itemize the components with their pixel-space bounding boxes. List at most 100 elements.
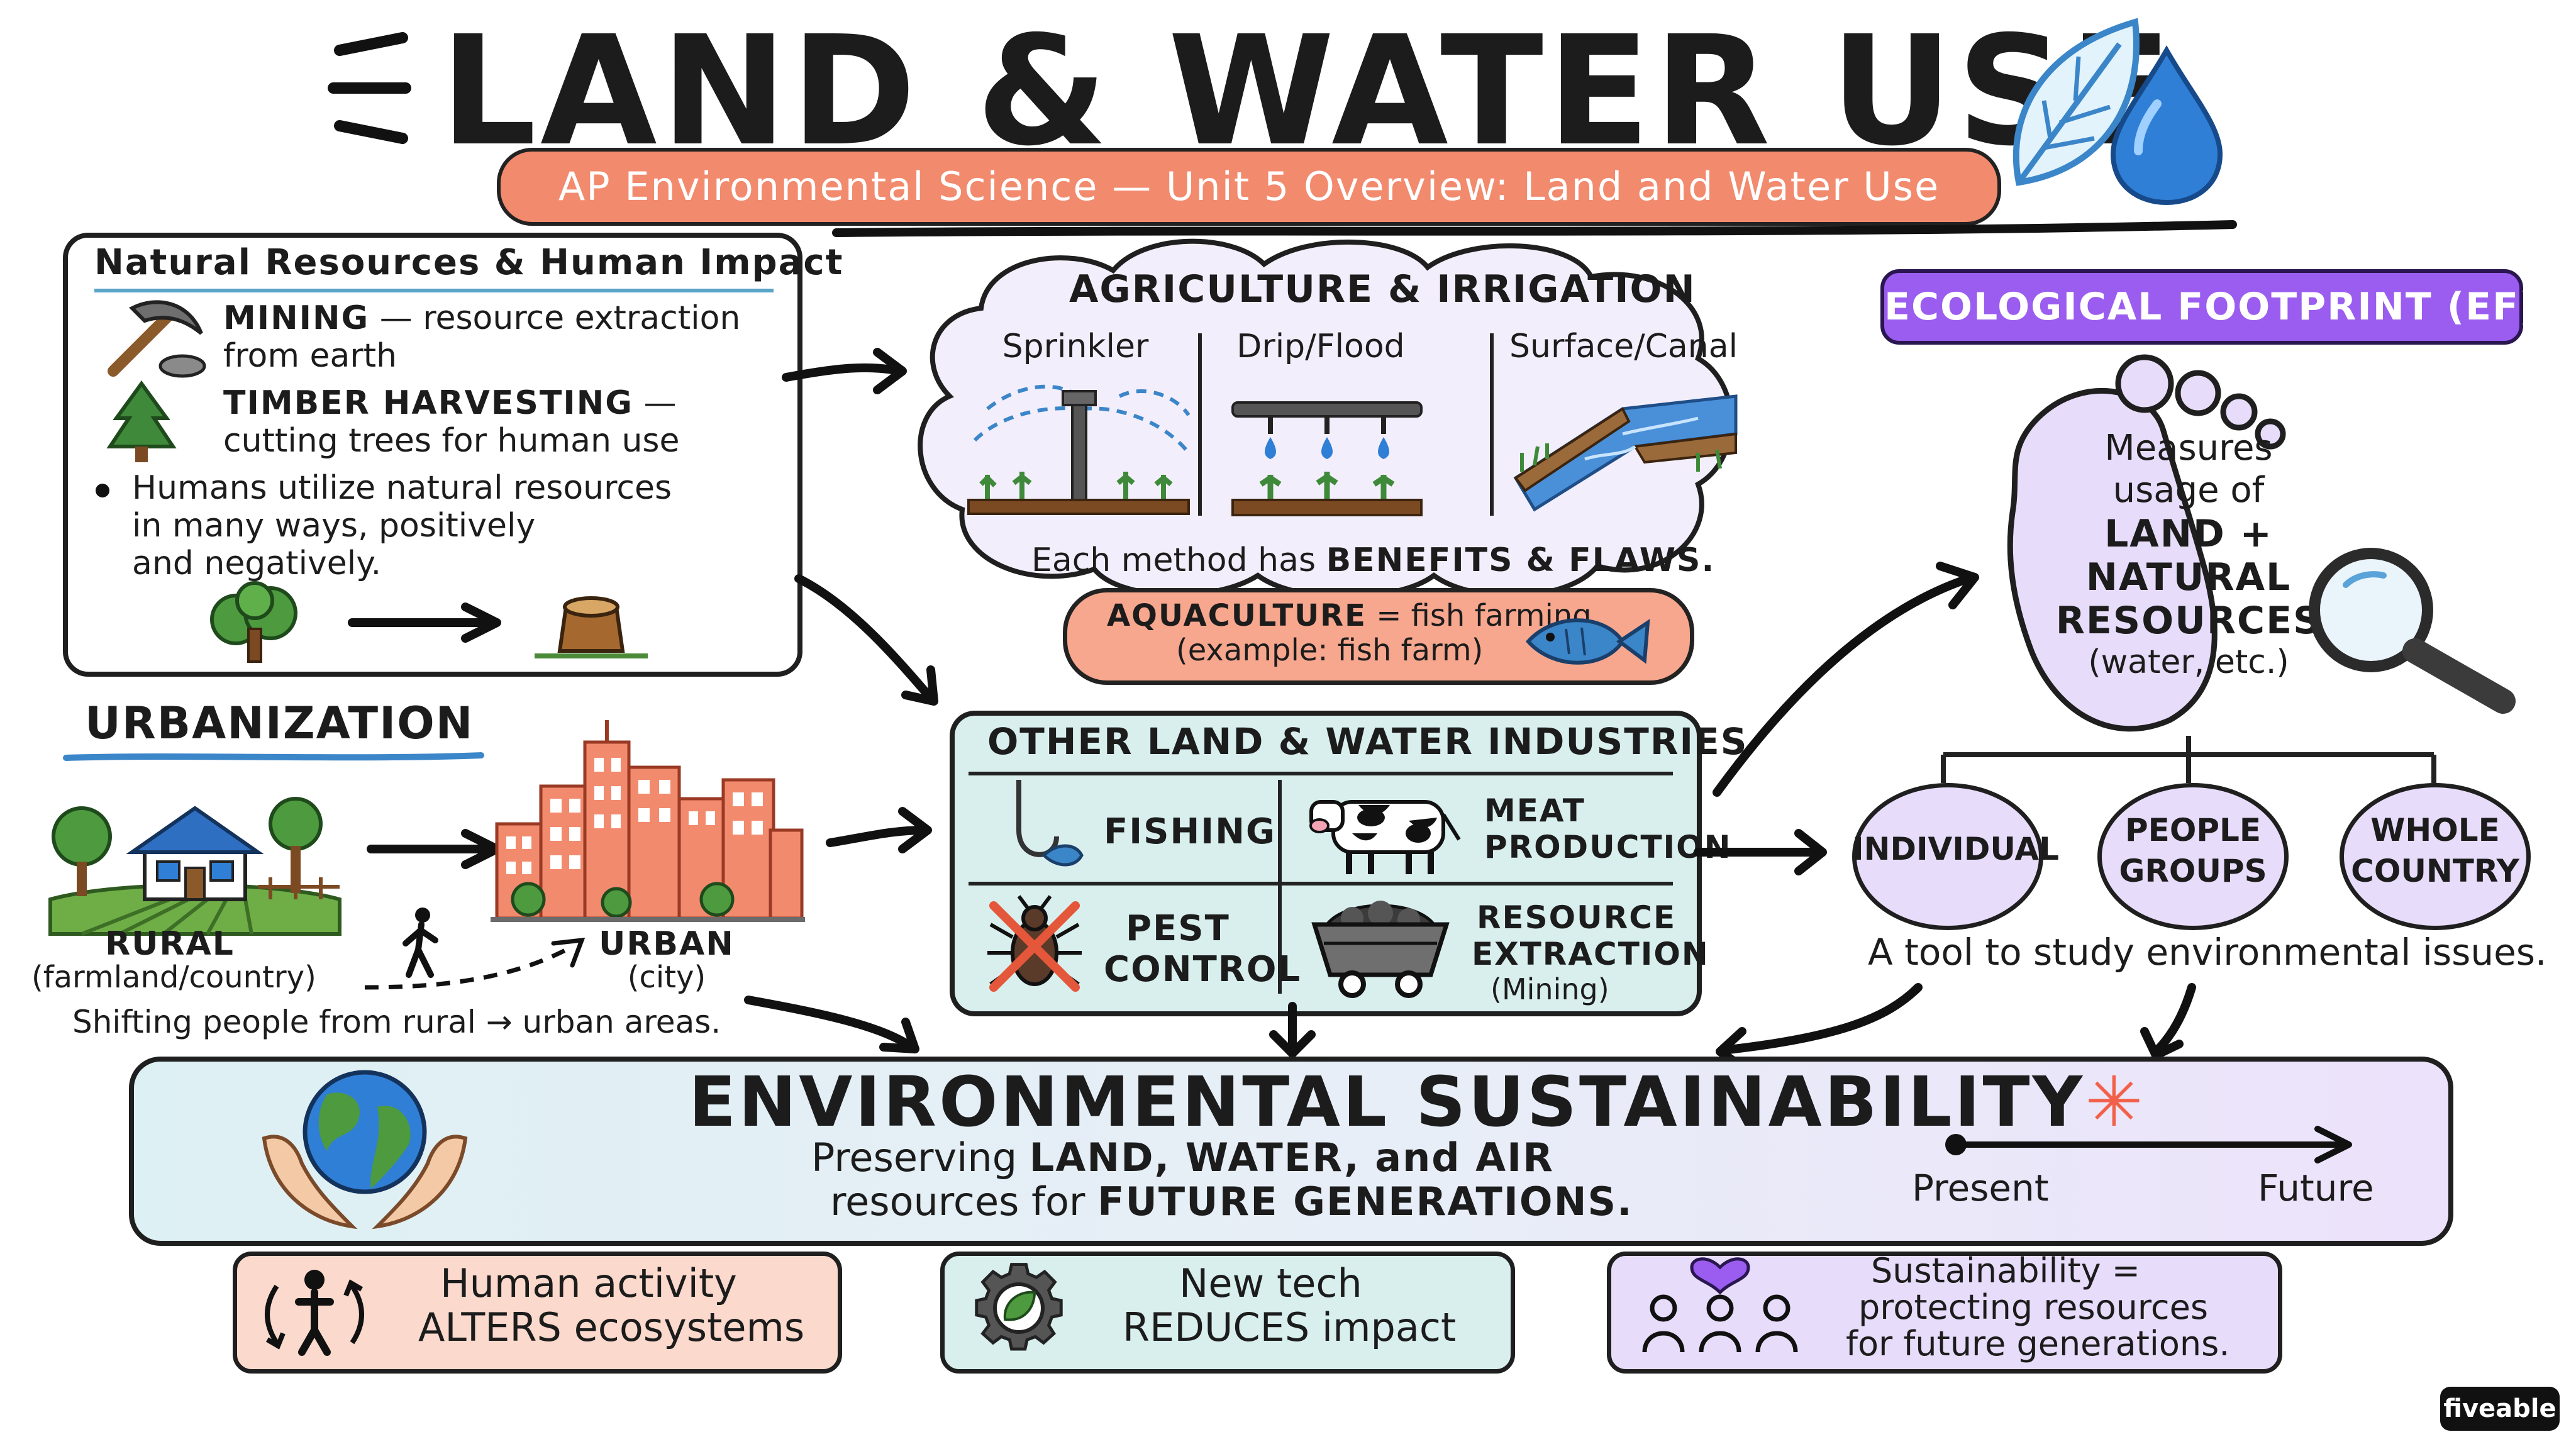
takeaway-human-line-2: ALTERS ecosystems <box>418 1304 805 1350</box>
scale-people-circle <box>2097 783 2289 930</box>
ef-desc-6: (water, etc.) <box>2088 643 2289 681</box>
mine-cart-icon <box>1311 901 1450 998</box>
agriculture-heading: AGRICULTURE & IRRIGATION <box>1069 267 1696 311</box>
ef-desc-1: Measures <box>2104 428 2273 469</box>
fish-icon <box>1525 618 1650 665</box>
takeaway-protect-line-3: for future generations. <box>1846 1324 2230 1363</box>
natural-resources-heading: Natural Resources & Human Impact <box>94 242 844 283</box>
asterisk-icon: ✳ <box>2085 1062 2146 1142</box>
sustainability-line-2: resources for FUTURE GENERATIONS. <box>830 1179 1633 1224</box>
pest-control-icon <box>987 895 1082 992</box>
meat-label-2: PRODUCTION <box>1484 829 1732 865</box>
pest-label-1: PEST <box>1126 908 1230 949</box>
ef-desc-5: RESOURCES <box>2055 599 2322 643</box>
fishing-hook-icon <box>1016 780 1084 867</box>
pest-label-2: CONTROL <box>1104 949 1302 990</box>
magnifier-icon <box>2309 548 2516 714</box>
method-sprinkler: Sprinkler <box>1002 328 1149 365</box>
timeline-start-label: Present <box>1912 1167 2049 1209</box>
mining-term: MINING <box>223 299 370 337</box>
pine-tree-icon <box>106 380 177 462</box>
mining-desc-2: from earth <box>223 337 397 375</box>
ef-tool-caption: A tool to study environmental issues. <box>1868 931 2547 974</box>
urban-sub: (city) <box>627 960 706 995</box>
aquaculture-term: AQUACULTURE <box>1107 598 1367 633</box>
brand-logo: fiveable <box>2440 1387 2560 1431</box>
subtitle-banner: AP Environmental Science — Unit 5 Overvi… <box>497 148 2001 226</box>
human-cycle-icon <box>265 1270 364 1356</box>
bullet-line-1: Humans utilize natural resources <box>132 469 672 507</box>
tree-icon <box>210 581 297 663</box>
underline <box>832 220 2237 237</box>
scale-individual-label: INDIVIDUAL <box>1852 831 2059 867</box>
ef-desc-4: NATURAL <box>2085 555 2292 599</box>
agriculture-note-emphasis: BENEFITS & FLAWS. <box>1326 541 1716 579</box>
method-drip: Drip/Flood <box>1236 328 1405 365</box>
gear-leaf-icon <box>975 1263 1063 1351</box>
sustainability-heading-row: ENVIRONMENTAL SUSTAINABILITY✳ <box>689 1063 2145 1141</box>
urbanization-heading: URBANIZATION <box>85 697 474 749</box>
meat-label-1: MEAT <box>1484 792 1585 829</box>
leaf-icon <box>2012 18 2140 186</box>
sustainability-line-1: Preserving LAND, WATER, and AIR <box>811 1135 1554 1180</box>
resource-label-3: (Mining) <box>1491 972 1609 1006</box>
scale-country-circle <box>2340 783 2531 930</box>
industries-grid-lines <box>969 772 1673 994</box>
arrow-right-icon <box>348 602 501 643</box>
mining-row: MINING — resource extraction <box>223 299 740 338</box>
urban-label: URBAN <box>599 925 735 963</box>
takeaway-protect-line-1: Sustainability = <box>1871 1251 2141 1291</box>
farmhouse-icon <box>48 797 341 936</box>
ef-desc-2: usage of <box>2112 470 2265 511</box>
mining-desc: — resource extraction <box>379 299 741 337</box>
water-drop-icon <box>2110 45 2223 206</box>
method-canal: Surface/Canal <box>1509 328 1738 365</box>
natural-resources-box <box>63 233 802 677</box>
bullet-dot <box>96 484 109 497</box>
scale-individual-circle <box>1852 783 2043 930</box>
ef-heading-badge: ECOLOGICAL FOOTPRINT (EF) <box>1880 269 2537 345</box>
sustainability-heading: ENVIRONMENTAL SUSTAINABILITY <box>689 1062 2085 1142</box>
people-heart-icon <box>1642 1257 1798 1353</box>
aquaculture-line: AQUACULTURE = fish farming <box>1107 597 1592 634</box>
rural-label: RURAL <box>105 925 235 963</box>
footprint-icon <box>2007 354 2286 732</box>
resource-label-1: RESOURCE <box>1477 899 1677 936</box>
sustainability-line-2-emphasis: FUTURE GENERATIONS. <box>1097 1179 1633 1224</box>
dashed-migration-arrow <box>364 937 586 990</box>
sustainability-line-2-prefix: resources for <box>830 1179 1085 1224</box>
globe-in-hands-icon <box>262 1070 468 1230</box>
rural-sub: (farmland/country) <box>31 960 316 995</box>
takeaway-protect-line-2: protecting resources <box>1858 1287 2208 1327</box>
sustainability-box <box>129 1057 2453 1246</box>
timber-desc-2: cutting trees for human use <box>223 422 680 460</box>
timber-term: TIMBER HARVESTING <box>223 384 633 422</box>
agriculture-note: Each method has BENEFITS & FLAWS. <box>1031 541 1715 580</box>
speed-lines-icon <box>328 32 411 144</box>
aquaculture-example: (example: fish farm) <box>1176 633 1484 668</box>
bullet-line-3: and negatively. <box>132 545 382 582</box>
scale-people-label-2: GROUPS <box>2119 853 2267 889</box>
bullet-line-2: in many ways, positively <box>132 507 536 545</box>
scale-people-label-1: PEOPLE <box>2125 812 2261 848</box>
method-dividers <box>1198 333 1494 516</box>
sustainability-line-1-emphasis: LAND, WATER, and AIR <box>1029 1135 1554 1180</box>
scale-country-label-1: WHOLE <box>2370 812 2500 848</box>
takeaway-tech-line-1: New tech <box>1179 1260 1362 1306</box>
sprinkler-icon <box>967 384 1191 515</box>
scale-country-label-2: COUNTRY <box>2351 853 2519 889</box>
urbanization-caption: Shifting people from rural → urban areas… <box>72 1004 721 1040</box>
takeaway-tech-line-2: REDUCES impact <box>1123 1304 1457 1350</box>
resource-label-2: EXTRACTION <box>1472 936 1709 972</box>
heading-underline <box>94 289 774 292</box>
ef-branch-lines <box>1941 736 2436 783</box>
stump-icon <box>535 596 648 658</box>
timeline-arrow-icon <box>1945 1126 2352 1163</box>
canal-icon <box>1513 394 1738 512</box>
fishing-label: FISHING <box>1104 811 1276 852</box>
drip-icon <box>1231 401 1423 516</box>
ef-desc-3: LAND + <box>2104 512 2273 556</box>
industries-heading: OTHER LAND & WATER INDUSTRIES <box>987 720 1748 763</box>
sustainability-line-1-prefix: Preserving <box>811 1135 1018 1180</box>
